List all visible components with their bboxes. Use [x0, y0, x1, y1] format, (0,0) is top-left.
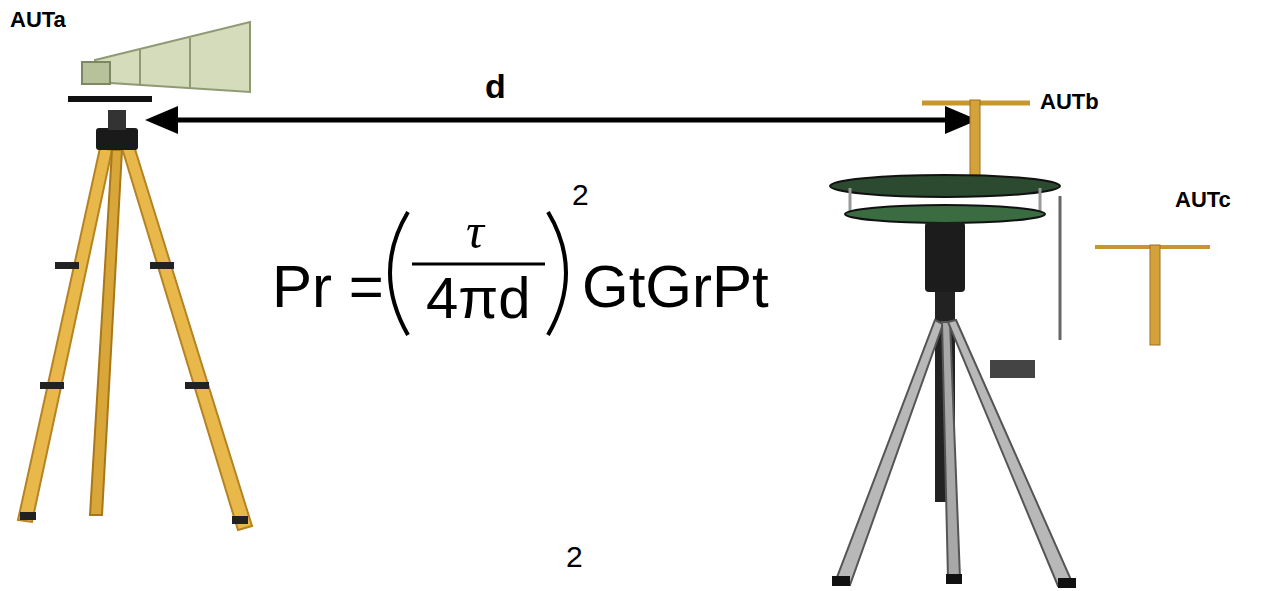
- left-tripod: [18, 110, 252, 530]
- distance-label: d: [485, 68, 506, 105]
- right-tripod: [830, 175, 1076, 588]
- distance-arrow: [145, 106, 978, 134]
- footnote-number: 2: [566, 540, 583, 573]
- horn-antenna: [68, 22, 250, 102]
- antenna-label: AUTc: [1175, 188, 1231, 212]
- formula-text: 4πd: [426, 266, 531, 330]
- exponent-number: 2: [572, 178, 589, 211]
- dipole-antenna: [1095, 245, 1210, 345]
- dipole-antenna: [922, 100, 1030, 178]
- formula-symbol: τ: [466, 204, 484, 259]
- antenna-label: AUTb: [1040, 90, 1099, 114]
- formula-text: GtGrPt: [582, 254, 769, 320]
- formula-text: Pr =: [272, 254, 384, 320]
- antenna-label: AUTa: [10, 8, 66, 32]
